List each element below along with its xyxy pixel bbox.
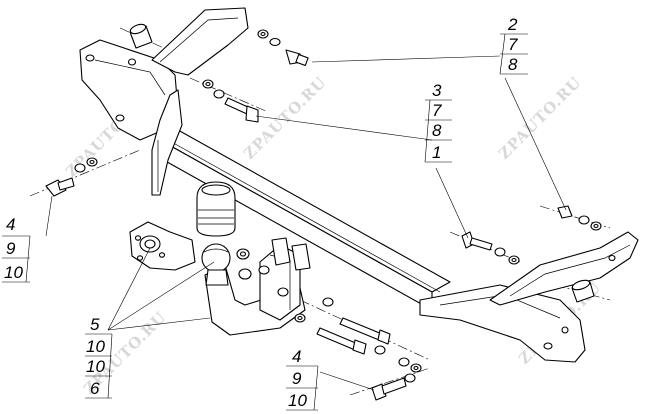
callout-upper-middle: 3 7 8 1 [424, 81, 452, 163]
callout-number: 4 [6, 215, 15, 234]
callout-top-right: 2 7 8 [499, 15, 528, 75]
callout-number: 9 [6, 239, 16, 258]
ball-mount [129, 181, 311, 336]
spacer-sleeves [129, 23, 595, 303]
fasteners [45, 29, 602, 401]
callout-number: 6 [90, 379, 100, 398]
tow-ball [201, 243, 231, 273]
callout-number: 8 [432, 121, 442, 140]
callout-number: 3 [432, 81, 442, 100]
callout-number: 10 [4, 263, 23, 282]
callout-left: 4 9 10 [2, 215, 31, 283]
callout-number: 7 [508, 35, 518, 54]
callout-bottom: 4 9 10 [286, 347, 319, 411]
callout-number: 1 [432, 143, 441, 162]
callout-number: 10 [86, 337, 105, 356]
callout-number: 10 [288, 391, 307, 410]
ball-cap [196, 181, 236, 237]
left-bracket [79, 7, 249, 196]
callout-number: 5 [90, 315, 100, 334]
leader-lines [45, 55, 567, 391]
right-bracket [419, 231, 639, 363]
callout-number: 8 [508, 55, 518, 74]
watermark-3: ZPAUTO.RU [495, 73, 585, 163]
callout-number: 7 [432, 101, 442, 120]
callout-number: 9 [292, 369, 302, 388]
callout-number: 10 [86, 357, 105, 376]
callout-number: 4 [292, 347, 301, 366]
callout-number: 2 [507, 15, 518, 34]
callout-ball-mount: 5 10 10 6 [85, 315, 113, 399]
